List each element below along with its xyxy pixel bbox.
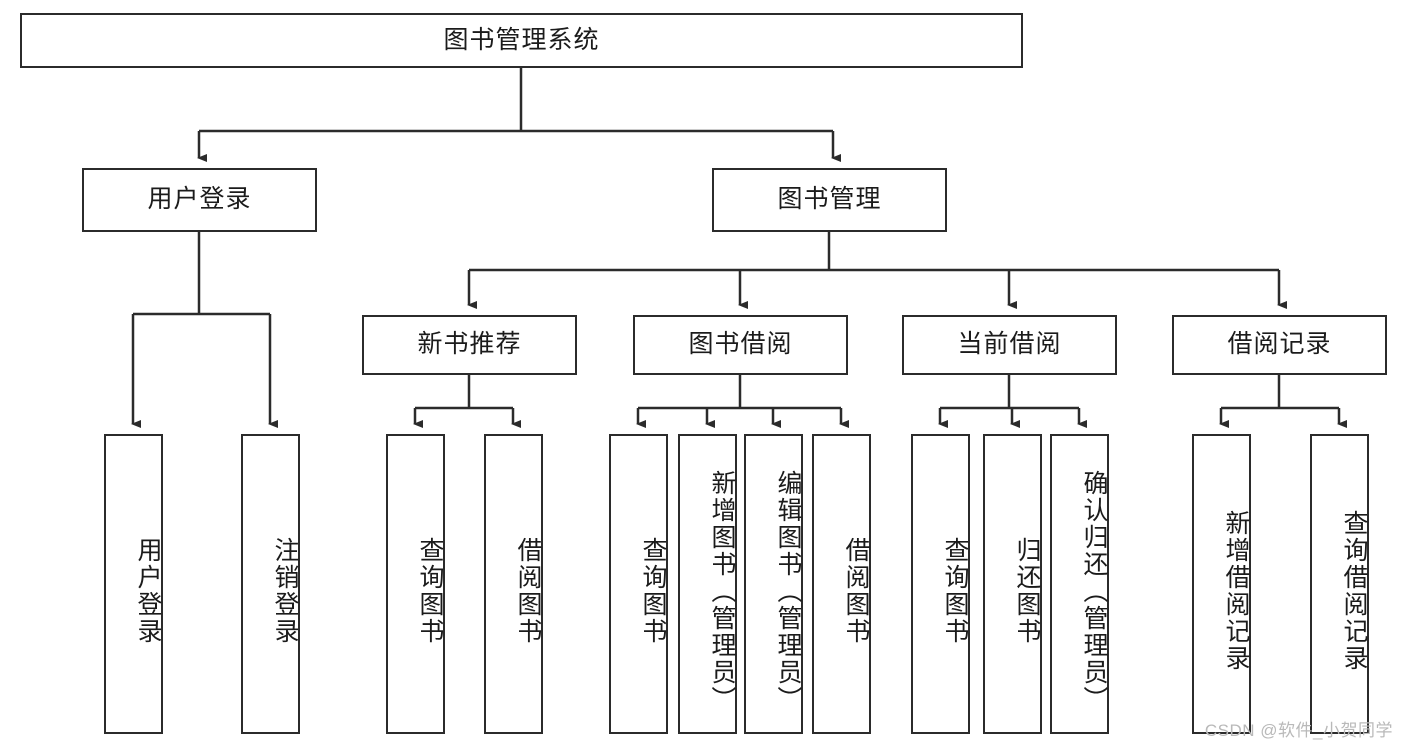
node-user-login-label: 用户登录 [147,185,252,214]
leaf-borrow-borrow-book-label: 借阅图书 [842,537,870,645]
leaf-borrow-edit-book[interactable]: 编辑图书（管理员） [744,434,803,734]
node-current-borrow[interactable]: 当前借阅 [902,315,1117,375]
node-current-borrow-label: 当前借阅 [957,330,1062,359]
leaf-record-query-record-label: 查询借阅记录 [1340,510,1368,672]
leaf-user-login[interactable]: 用户登录 [104,434,163,734]
edges-borrow [636,375,849,428]
leaf-record-query-record[interactable]: 查询借阅记录 [1310,434,1369,734]
edges-record [1219,375,1347,428]
node-root-label: 图书管理系统 [443,25,600,54]
node-new-book-recommend[interactable]: 新书推荐 [362,315,577,375]
edges-user-login [131,232,278,428]
leaf-user-logout[interactable]: 注销登录 [241,434,300,734]
csdn-watermark: CSDN @软件_小贺同学 [1204,721,1393,740]
leaf-newbook-query-book[interactable]: 查询图书 [386,434,445,734]
leaf-borrow-borrow-book[interactable]: 借阅图书 [812,434,871,734]
edges-book-mgmt [467,232,1287,309]
node-book-borrow-label: 图书借阅 [688,330,793,359]
leaf-current-query-book[interactable]: 查询图书 [911,434,970,734]
node-book-management-label: 图书管理 [777,185,882,214]
node-borrow-record-label: 借阅记录 [1227,330,1332,359]
node-new-book-recommend-label: 新书推荐 [417,330,522,359]
leaf-current-return-book-label: 归还图书 [1013,537,1041,645]
leaf-user-login-label: 用户登录 [134,537,162,645]
leaf-current-confirm-return[interactable]: 确认归还（管理员） [1050,434,1109,734]
edges-new-book [413,375,521,428]
leaf-current-return-book[interactable]: 归还图书 [983,434,1042,734]
leaf-borrow-add-book[interactable]: 新增图书（管理员） [678,434,737,734]
node-book-borrow[interactable]: 图书借阅 [633,315,848,375]
edges-root [197,68,841,162]
node-book-management[interactable]: 图书管理 [712,168,947,232]
leaf-user-logout-label: 注销登录 [271,537,299,645]
leaf-newbook-query-book-label: 查询图书 [416,537,444,645]
leaf-current-confirm-return-label: 确认归还（管理员） [1080,469,1108,713]
leaf-current-query-book-label: 查询图书 [941,537,969,645]
node-root[interactable]: 图书管理系统 [20,13,1023,68]
leaf-borrow-query-book[interactable]: 查询图书 [609,434,668,734]
node-user-login[interactable]: 用户登录 [82,168,317,232]
node-borrow-record[interactable]: 借阅记录 [1172,315,1387,375]
leaf-borrow-add-book-label: 新增图书（管理员） [708,469,736,713]
leaf-newbook-borrow-book[interactable]: 借阅图书 [484,434,543,734]
leaf-record-add-record-label: 新增借阅记录 [1222,510,1250,672]
leaf-borrow-query-book-label: 查询图书 [639,537,667,645]
leaf-borrow-edit-book-label: 编辑图书（管理员） [774,469,802,713]
edges-current [938,375,1087,428]
leaf-record-add-record[interactable]: 新增借阅记录 [1192,434,1251,734]
leaf-newbook-borrow-book-label: 借阅图书 [514,537,542,645]
